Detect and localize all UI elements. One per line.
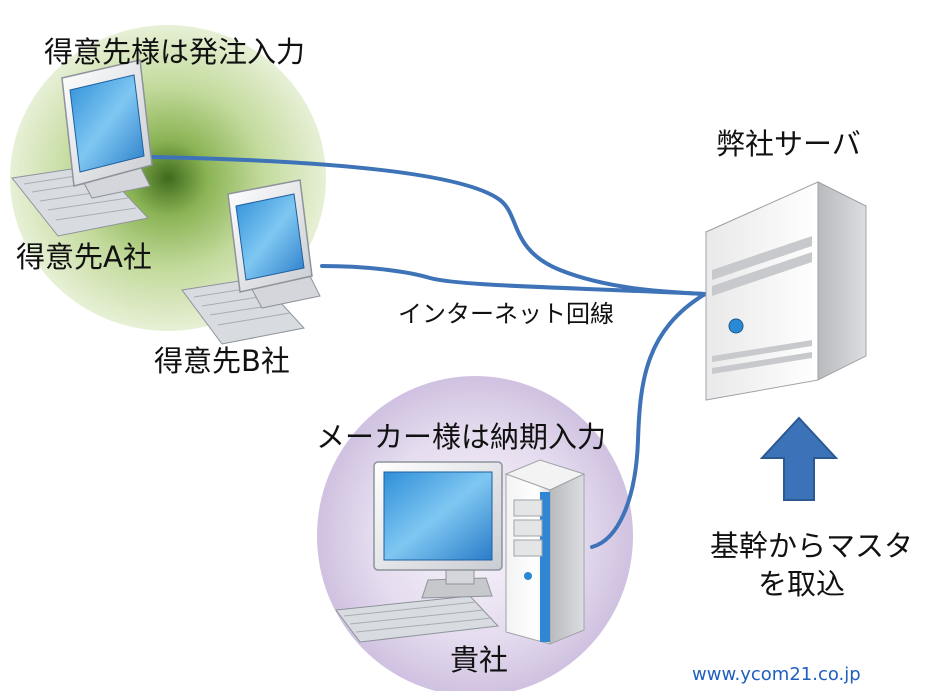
customer-b-label: 得意先B社: [154, 344, 290, 378]
customer-b-pc-icon: [181, 179, 321, 345]
import-label-line1: 基幹からマスタ: [710, 529, 914, 563]
maker-title: メーカー様は納期入力: [316, 420, 607, 454]
server-label: 弊社サーバ: [716, 127, 861, 161]
website-link[interactable]: www.ycom21.co.jp: [692, 664, 861, 685]
up-arrow-icon: [759, 416, 839, 501]
import-label-line2: を取込: [758, 567, 846, 601]
customer-a-label: 得意先A社: [16, 240, 152, 274]
customer-a-pc-icon: [11, 59, 153, 237]
maker-pc-icon: [335, 459, 586, 645]
line-customer-b: [320, 264, 707, 296]
connection-lines: [148, 155, 707, 549]
customer-title: 得意先様は発注入力: [44, 35, 306, 69]
server-icon: [704, 181, 868, 401]
line-maker: [590, 292, 707, 549]
internet-line-label: インターネット回線: [398, 300, 614, 328]
line-customer-a: [148, 155, 707, 296]
our-company-label: 貴社: [450, 643, 509, 677]
